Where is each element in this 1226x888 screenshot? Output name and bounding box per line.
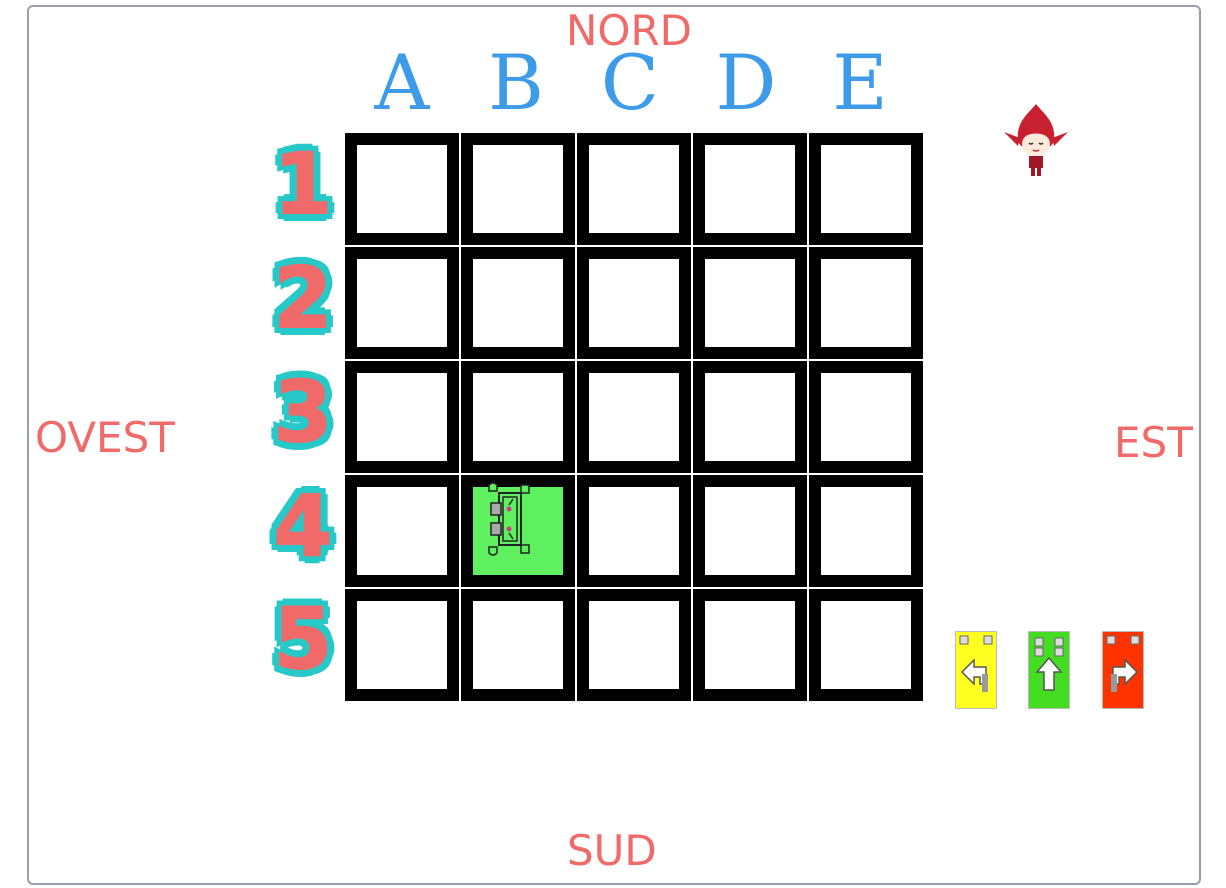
grid-cell-inner <box>473 259 563 347</box>
row-label-3: 3 <box>273 363 333 461</box>
grid-cell-b1[interactable] <box>461 133 575 245</box>
column-label-b: B <box>488 38 544 127</box>
grid-cell-d4[interactable] <box>693 475 807 587</box>
grid-cell-b3[interactable] <box>461 361 575 473</box>
grid-cell-inner <box>705 373 795 461</box>
red-elf-sprite[interactable] <box>998 102 1074 182</box>
grid-cell-c5[interactable] <box>577 589 691 701</box>
column-label-a: A <box>374 38 430 127</box>
grid-cell-d3[interactable] <box>693 361 807 473</box>
turn-left-card[interactable] <box>955 631 997 709</box>
grid-cell-inner <box>589 145 679 233</box>
compass-south: SUD <box>567 826 657 875</box>
grid-cell-inner <box>821 145 911 233</box>
compass-east: EST <box>1114 418 1193 467</box>
row-label-1: 1 <box>273 135 333 233</box>
grid-cell-inner <box>821 259 911 347</box>
grid-cell-a4[interactable] <box>345 475 459 587</box>
grid-cell-d2[interactable] <box>693 247 807 359</box>
grid-cell-d5[interactable] <box>693 589 807 701</box>
grid-cell-inner <box>705 601 795 689</box>
grid-cell-inner <box>821 373 911 461</box>
grid-cell-e4[interactable] <box>809 475 923 587</box>
grid-cell-inner <box>821 487 911 575</box>
grid-cell-a3[interactable] <box>345 361 459 473</box>
grid-cell-inner <box>589 487 679 575</box>
grid-cell-c2[interactable] <box>577 247 691 359</box>
forward-card[interactable] <box>1028 631 1070 709</box>
game-grid <box>345 133 923 703</box>
grid-cell-a2[interactable] <box>345 247 459 359</box>
grid-cell-e2[interactable] <box>809 247 923 359</box>
column-label-d: D <box>715 38 777 127</box>
grid-cell-b4[interactable] <box>461 475 575 587</box>
grid-cell-inner <box>357 601 447 689</box>
grid-cell-a5[interactable] <box>345 589 459 701</box>
grid-cell-e3[interactable] <box>809 361 923 473</box>
grid-cell-b2[interactable] <box>461 247 575 359</box>
grid-cell-inner <box>357 487 447 575</box>
row-label-5: 5 <box>273 590 333 688</box>
column-label-e: E <box>832 38 888 127</box>
grid-cell-inner <box>357 259 447 347</box>
grid-cell-inner <box>705 145 795 233</box>
grid-cell-inner <box>705 487 795 575</box>
grid-cell-inner <box>821 601 911 689</box>
grid-cell-inner <box>473 145 563 233</box>
grid-cell-b5[interactable] <box>461 589 575 701</box>
grid-cell-inner <box>589 259 679 347</box>
grid-cell-inner <box>357 145 447 233</box>
robot-icon[interactable] <box>483 479 533 559</box>
grid-cell-d1[interactable] <box>693 133 807 245</box>
column-label-c: C <box>600 38 660 127</box>
grid-cell-inner <box>589 373 679 461</box>
compass-north: NORD <box>566 6 692 55</box>
grid-cell-c3[interactable] <box>577 361 691 473</box>
row-label-2: 2 <box>273 249 333 347</box>
grid-cell-c4[interactable] <box>577 475 691 587</box>
grid-cell-c1[interactable] <box>577 133 691 245</box>
grid-cell-e5[interactable] <box>809 589 923 701</box>
grid-cell-e1[interactable] <box>809 133 923 245</box>
grid-cell-inner <box>705 259 795 347</box>
row-label-4: 4 <box>273 477 333 575</box>
grid-cell-a1[interactable] <box>345 133 459 245</box>
turn-right-card[interactable] <box>1102 631 1144 709</box>
grid-cell-inner <box>589 601 679 689</box>
grid-cell-inner <box>357 373 447 461</box>
grid-cell-inner <box>473 373 563 461</box>
compass-west: OVEST <box>35 413 175 462</box>
grid-cell-inner <box>473 601 563 689</box>
